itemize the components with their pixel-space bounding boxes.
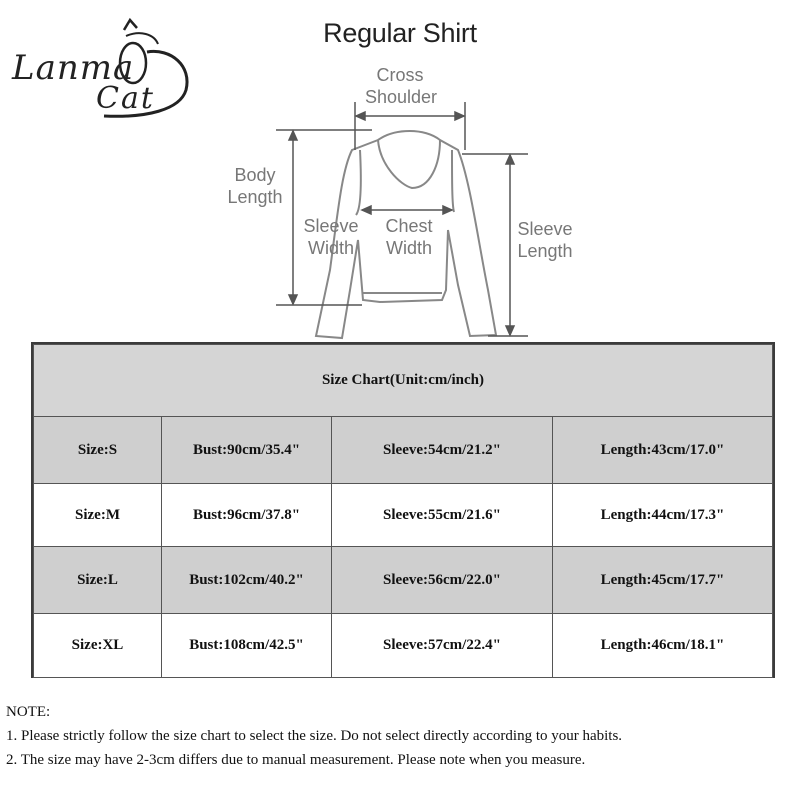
size-cell: Size:XL	[33, 613, 162, 678]
size-chart-header: Size Chart(Unit:cm/inch)	[33, 344, 773, 417]
label-chest-width-line2: Width	[385, 238, 432, 258]
table-row: Size:M Bust:96cm/37.8" Sleeve:55cm/21.6"…	[33, 483, 773, 547]
sleeve-cell: Sleeve:56cm/22.0"	[331, 546, 553, 614]
length-cell: Length:45cm/17.7"	[552, 546, 773, 614]
size-cell: Size:S	[33, 416, 162, 484]
label-cross-shoulder-line2: Shoulder	[365, 87, 438, 107]
table-row: Size:S Bust:90cm/35.4" Sleeve:54cm/21.2"…	[33, 416, 773, 484]
label-sleeve-length-line2: Length	[517, 241, 573, 261]
size-chart-table: Size Chart(Unit:cm/inch) Size:S Bust:90c…	[33, 344, 773, 678]
size-cell: Size:M	[33, 483, 162, 547]
size-chart: Size Chart(Unit:cm/inch) Size:S Bust:90c…	[31, 342, 775, 678]
length-cell: Length:43cm/17.0"	[552, 416, 773, 484]
label-body-length-line2: Length	[227, 187, 283, 207]
bust-cell: Bust:108cm/42.5"	[161, 613, 332, 678]
bust-cell: Bust:102cm/40.2"	[161, 546, 332, 614]
note-item: 2. The size may have 2-3cm differs due t…	[6, 752, 586, 768]
sleeve-cell: Sleeve:55cm/21.6"	[331, 483, 553, 547]
length-cell: Length:46cm/18.1"	[552, 613, 773, 678]
logo-text-line2: Cat	[96, 81, 155, 116]
notes-section: NOTE: 1. Please strictly follow the size…	[6, 700, 796, 772]
label-cross-shoulder-line1: Cross	[376, 65, 424, 85]
sleeve-cell: Sleeve:57cm/22.4"	[331, 613, 553, 678]
label-cross-shoulder: Cross Shoulder	[365, 64, 438, 108]
label-sleeve-width: Sleeve Width	[298, 215, 364, 259]
page-title: Regular Shirt	[323, 18, 477, 48]
label-chest-width-line1: Chest	[385, 216, 433, 236]
label-sleeve-width-line2: Width	[307, 238, 354, 258]
brand-logo: Lanma Cat	[6, 8, 196, 128]
cat-logo-icon	[103, 17, 189, 118]
size-chart-header-row: Size Chart(Unit:cm/inch)	[33, 344, 773, 417]
logo-text-line1: Lanma	[12, 48, 135, 88]
size-cell: Size:L	[33, 546, 162, 614]
sleeve-cell: Sleeve:54cm/21.2"	[331, 416, 553, 484]
label-sleeve-width-line1: Sleeve	[303, 216, 359, 236]
note-item: 1. Please strictly follow the size chart…	[6, 728, 623, 744]
table-row: Size:L Bust:102cm/40.2" Sleeve:56cm/22.0…	[33, 546, 773, 614]
notes-heading: NOTE:	[6, 704, 51, 720]
length-cell: Length:44cm/17.3"	[552, 483, 773, 547]
bust-cell: Bust:96cm/37.8"	[161, 483, 332, 547]
bust-cell: Bust:90cm/35.4"	[161, 416, 332, 484]
label-body-length-line1: Body	[234, 165, 276, 185]
label-chest-width: Chest Width	[374, 215, 444, 259]
shirt-measurement-diagram	[276, 102, 528, 340]
table-row: Size:XL Bust:108cm/42.5" Sleeve:57cm/22.…	[33, 613, 773, 678]
label-sleeve-length-line1: Sleeve	[517, 219, 573, 239]
label-body-length: Body Length	[218, 164, 292, 208]
label-sleeve-length: Sleeve Length	[508, 218, 582, 262]
